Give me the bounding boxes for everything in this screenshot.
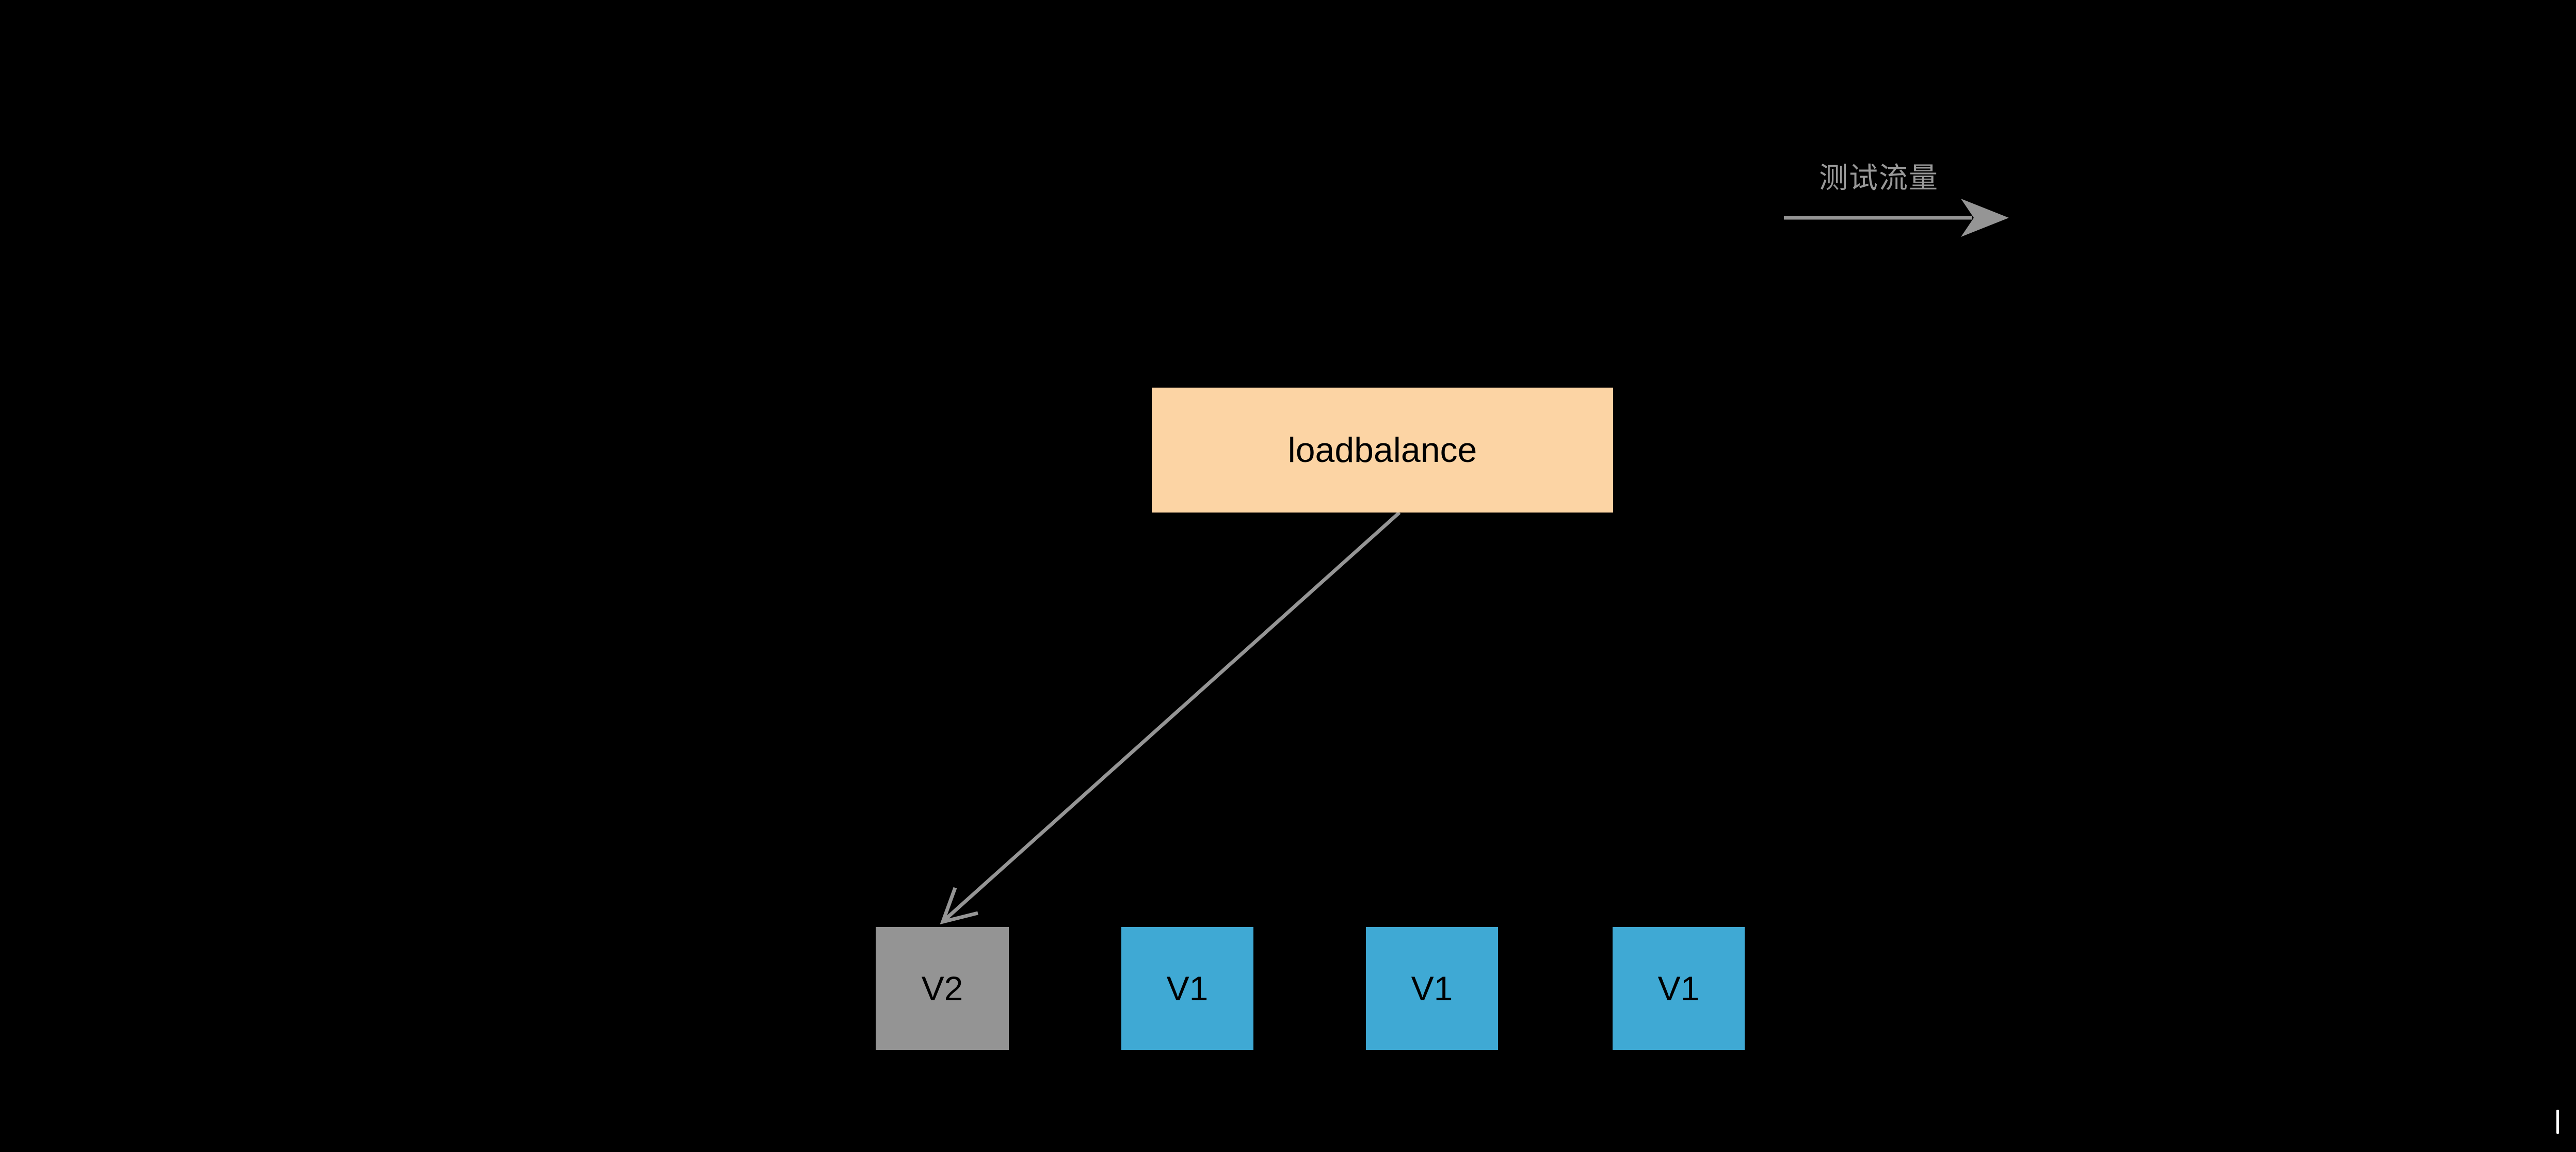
- node-v1-third: V1: [1613, 927, 1745, 1050]
- node-v1-first-label: V1: [1166, 969, 1209, 1007]
- loadbalance-to-v2-arrow: [940, 511, 1401, 924]
- node-v2: V2: [876, 927, 1009, 1050]
- node-loadbalance: loadbalance: [1152, 388, 1613, 513]
- loadbalance-to-v2-arrowhead-icon: [940, 887, 978, 924]
- node-v1-second-label: V1: [1411, 969, 1453, 1007]
- node-v1-third-label: V1: [1657, 969, 1700, 1007]
- text-cursor-caret: [2556, 1110, 2559, 1134]
- test-traffic-label: 测试流量: [1819, 162, 1939, 194]
- test-traffic-arrowhead-icon: [1961, 199, 2009, 237]
- test-traffic-arrow: [1784, 199, 2009, 237]
- node-loadbalance-label: loadbalance: [1287, 430, 1477, 470]
- loadbalance-to-v2-shaft: [943, 511, 1401, 921]
- node-v1-second: V1: [1366, 927, 1498, 1050]
- node-v1-first: V1: [1121, 927, 1253, 1050]
- node-v2-label: V2: [921, 969, 963, 1007]
